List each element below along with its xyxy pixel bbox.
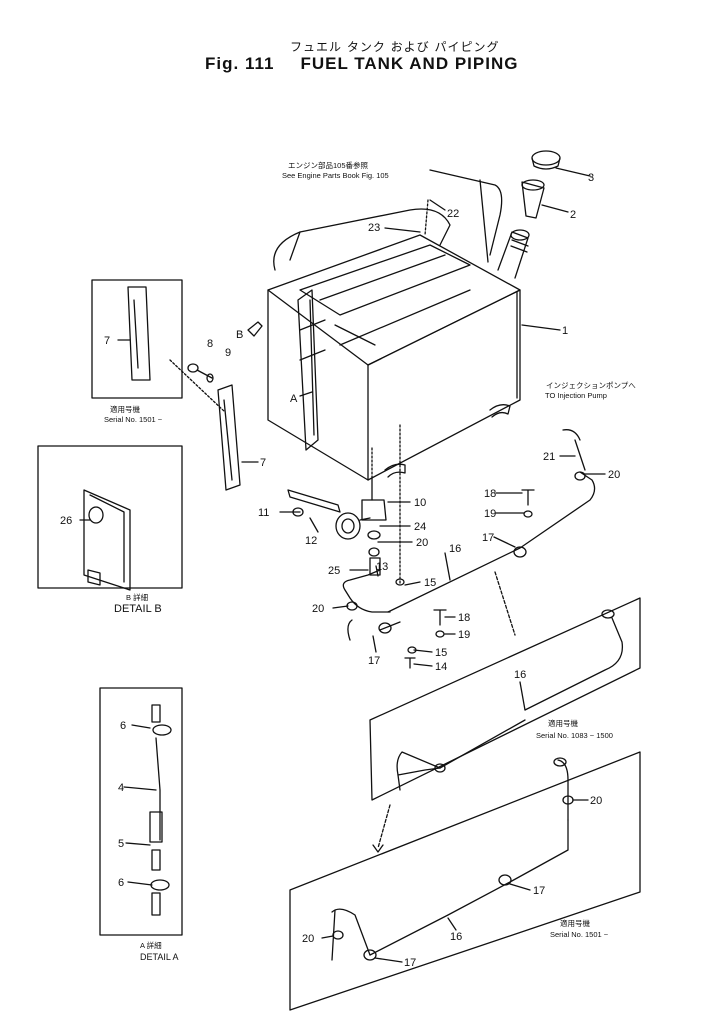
level-gauge [169,359,241,491]
clamp [378,622,392,634]
callout-23: 23 [368,222,380,234]
view-letter-b: B [236,329,243,341]
panel-arrow-head [372,844,384,853]
strainer [521,179,545,219]
view-letter-a: A [290,393,298,405]
bolt-and-washer [187,363,214,383]
callout-11: 11 [258,507,269,519]
callout-20-top: 20 [608,469,620,481]
view-arrow-b [247,321,263,337]
callout-15-top: 15 [424,577,436,589]
detail-box-gauge [91,279,183,399]
injection-jp: インジェクションポンプへ [546,381,636,390]
bolt [521,489,535,506]
callout-20-mid: 20 [416,537,428,549]
callout-14: 14 [435,661,447,673]
serial-jp-3: 適用号機 [560,918,590,928]
callout-9: 9 [225,347,231,359]
callout-17-top: 17 [482,532,494,544]
callout-18-top: 18 [484,488,496,500]
bolt [404,657,416,669]
sleeve-nut [368,547,380,557]
detail-b-box [37,445,183,591]
callout-13: 13 [376,561,388,573]
callout-15-mid: 15 [435,647,447,659]
washer [523,510,533,518]
callout-17-panel2-left: 17 [404,957,416,969]
callout-17-panel2-right: 17 [533,885,545,897]
callout-7: 7 [260,457,266,469]
washer [435,630,445,638]
callout-19-mid: 19 [458,629,470,641]
engine-ref: See Engine Parts Book Fig. 105 [282,171,389,180]
callout-3: 3 [588,172,594,184]
callout-1: 1 [562,325,568,337]
serial-1083: Serial No. 1083 ~ 1500 [536,731,613,740]
callout-24: 24 [414,521,426,533]
detail-a-jp: A 詳細 [140,940,162,950]
filler-cap [531,150,561,170]
callout-20-panel2-left: 20 [302,933,314,945]
view-arrow-a [299,391,313,397]
callout-2: 2 [570,209,576,221]
panel-arrow [377,804,391,849]
callout-22: 22 [447,208,459,220]
serial-1501-a: Serial No. 1501 ~ [104,415,163,424]
callout-16-panel1: 16 [514,669,526,681]
detail-b-label: DETAIL B [114,603,162,615]
alt-piping-panel-1501 [289,751,641,1011]
callout-19-top: 19 [484,508,496,520]
title-english: Fig. 111 FUEL TANK AND PIPING [205,54,518,74]
callout-20-panel2: 20 [590,795,602,807]
title-japanese: フュエル タンク および パイピング [290,40,500,54]
serial-1501-b: Serial No. 1501 ~ [550,930,609,939]
level-gauge-bracket [297,289,326,451]
figure-number: Fig. 111 [205,54,275,73]
engine-ref-jp: エンジン部品105番参照 [288,160,369,170]
detail-a-box [99,687,183,936]
bolt [433,609,447,626]
callout-12: 12 [305,535,317,547]
clamp [513,546,527,558]
callout-25: 25 [328,565,340,577]
callout-20-left: 20 [312,603,324,615]
callout-16-panel2: 16 [450,931,462,943]
injection: TO Injection Pump [545,391,607,400]
callout-16-top: 16 [449,543,461,555]
gasket [367,530,381,540]
figure-title: FUEL TANK AND PIPING [300,54,519,73]
detail-a-label: DETAIL A [140,952,179,962]
fuel-tube [379,429,596,631]
callout-6-bottom: 6 [118,877,124,889]
callout-18-mid: 18 [458,612,470,624]
callout-4: 4 [118,782,124,794]
callout-7-box: 7 [104,335,110,347]
serial-jp-2: 適用号機 [548,718,578,728]
callout-5: 5 [118,838,124,850]
callout-21: 21 [543,451,555,463]
callout-6-top: 6 [120,720,126,732]
connector [369,557,381,576]
fuel-tank [267,234,521,481]
sleeve-nut [574,471,586,481]
seat-cover [273,169,503,271]
callout-17-mid: 17 [368,655,380,667]
alt-piping-panel-1083 [369,597,641,801]
filler-neck [497,229,530,279]
callout-10: 10 [414,497,426,509]
callout-26: 26 [60,515,72,527]
callout-8: 8 [207,338,213,350]
fuel-hose [342,569,391,641]
drain-valve [335,477,387,540]
detail-b-jp: B 詳細 [126,592,148,602]
serial-jp-1: 適用号機 [110,404,140,414]
